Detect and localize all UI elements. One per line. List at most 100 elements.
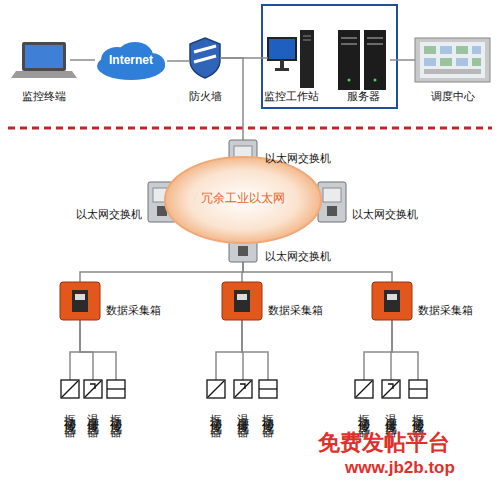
node-label: 温度传感器 xyxy=(85,404,101,419)
collector-case xyxy=(372,282,412,320)
panel-cell xyxy=(440,46,452,54)
sensor-mark xyxy=(85,381,101,397)
sensor-symbol xyxy=(107,380,125,398)
connector-line xyxy=(216,320,242,380)
connector-line xyxy=(70,59,95,61)
sensor-symbol xyxy=(207,380,225,398)
sensor-symbol xyxy=(259,380,277,398)
laptop-display xyxy=(25,45,63,68)
sensor-mark xyxy=(259,388,277,389)
workstation-icon xyxy=(268,30,314,88)
node-label: 以太网交换机 xyxy=(76,208,146,221)
sensor-mark xyxy=(235,381,251,397)
node-label: 数据采集箱 xyxy=(106,304,176,317)
collector-icon xyxy=(222,282,262,320)
server-light xyxy=(374,79,377,82)
node-label: 振动传感器 xyxy=(410,404,426,419)
panel-cell xyxy=(456,58,468,66)
sensor-symbol xyxy=(234,380,252,398)
sensor-mark xyxy=(356,381,372,397)
collector-window xyxy=(384,290,400,312)
node-label: 振动传感器 xyxy=(356,404,372,419)
node-label: 温度传感器 xyxy=(235,404,251,419)
switch-node: 以太网交换机 xyxy=(229,140,257,180)
separator-line xyxy=(8,127,492,130)
node-label: 冗余工业以太网 xyxy=(183,192,303,205)
connector-line xyxy=(390,59,415,61)
node-label: 振动传感器 xyxy=(260,404,276,419)
sensor-node: 温度传感器 xyxy=(234,380,252,398)
sensor-mark xyxy=(240,384,245,389)
collector-icon xyxy=(372,282,412,320)
sensor-mark xyxy=(388,384,393,389)
panel-cell xyxy=(440,58,452,66)
sensor-node: 振动传感器 xyxy=(409,380,427,398)
sensor-symbol xyxy=(355,380,373,398)
sensor-mark xyxy=(90,384,95,389)
server-bay xyxy=(367,37,383,39)
sensor-symbol xyxy=(84,380,102,398)
switch-node: 以太网交换机 xyxy=(318,182,346,222)
node-label: 数据采集箱 xyxy=(268,304,338,317)
panel-cell xyxy=(424,69,481,74)
connector-line xyxy=(70,320,80,380)
node-label: 以太网交换机 xyxy=(265,152,335,165)
sensor-node: 振动传感器 xyxy=(207,380,225,398)
node-label: 监控工作站 xyxy=(255,90,327,103)
connector-line xyxy=(242,262,243,282)
connector-line xyxy=(243,262,392,282)
ring-ellipse xyxy=(165,157,321,243)
server-bay xyxy=(367,43,383,45)
panel-cell xyxy=(472,46,481,54)
collector-node: 数据采集箱 xyxy=(60,282,100,320)
sensor-icons xyxy=(61,380,427,398)
collector-case xyxy=(222,282,262,320)
dispatch-node: 调度中心 xyxy=(415,38,490,82)
collector-node: 数据采集箱 xyxy=(222,282,262,320)
panel-cell xyxy=(456,46,468,54)
sensor-symbol xyxy=(382,380,400,398)
firewall-node: 防火墙 xyxy=(190,38,220,78)
panel-frame xyxy=(415,38,490,82)
sensor-node: 温度传感器 xyxy=(84,380,102,398)
switch-node: 以太网交换机 xyxy=(229,222,257,262)
network-ring: 冗余工业以太网 xyxy=(163,155,323,245)
panel-cell xyxy=(424,46,436,54)
connector-line xyxy=(392,320,418,380)
sensor-node: 振动传感器 xyxy=(355,380,373,398)
connector-line xyxy=(391,320,392,380)
node-label: 振动传感器 xyxy=(108,404,124,419)
collector-icon xyxy=(60,282,100,320)
panel-screen xyxy=(420,42,485,78)
server-icon xyxy=(338,30,386,90)
switch-port xyxy=(327,206,337,216)
node-label: 数据采集箱 xyxy=(418,304,488,317)
switch-panel xyxy=(323,188,341,202)
connector-line xyxy=(242,320,268,380)
panel-cell xyxy=(424,58,436,66)
collector-window xyxy=(234,290,250,312)
watermark-text: 免费发帖平台 xyxy=(318,428,450,458)
connector-line xyxy=(80,320,116,380)
node-label: 监控终端 xyxy=(4,90,84,103)
connector-line xyxy=(220,58,243,140)
pc-tower xyxy=(300,30,314,88)
sensor-mark xyxy=(62,381,78,397)
monitor-base xyxy=(275,68,289,71)
sensor-node: 振动传感器 xyxy=(259,380,277,398)
shield-body xyxy=(190,38,220,78)
node-label: 服务器 xyxy=(323,90,403,103)
tower-slot xyxy=(303,36,311,37)
node-label: 振动传感器 xyxy=(208,404,224,419)
node-label: 温度传感器 xyxy=(383,404,399,419)
watermark-url: www.jb2b.top xyxy=(345,458,455,478)
laptop-screen xyxy=(22,42,66,71)
workstation-node: 监控工作站 xyxy=(268,28,314,92)
collector-display xyxy=(75,294,85,300)
collector-window xyxy=(72,290,88,312)
